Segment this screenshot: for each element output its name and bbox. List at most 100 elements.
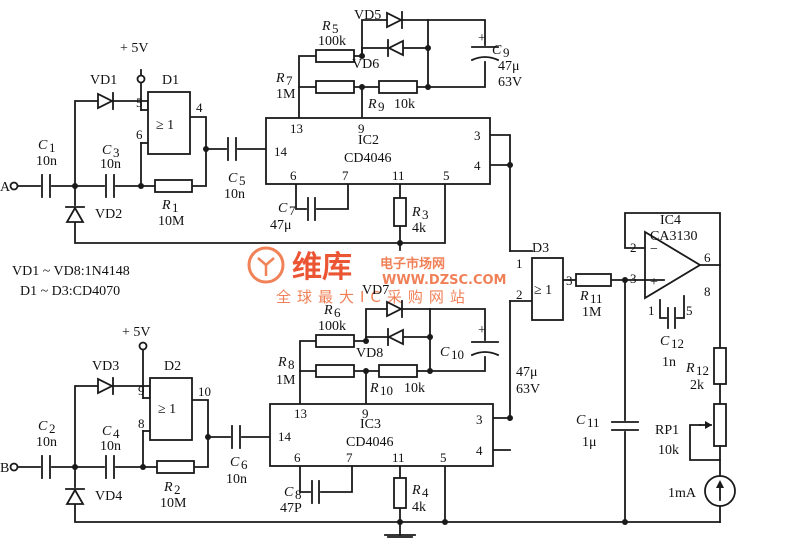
gate-d1: ≥ 1 D1 5 6 4 [136,73,203,155]
input-a-label: A [0,180,11,195]
svg-text:63V: 63V [498,75,522,90]
svg-text:D2: D2 [164,359,181,374]
svg-text:RP1: RP1 [655,423,679,438]
svg-text:C: C [38,419,48,434]
svg-text:≥ 1: ≥ 1 [534,283,552,298]
svg-text:R: R [277,355,287,370]
svg-text:8: 8 [138,416,145,431]
svg-text:6: 6 [241,457,248,472]
diode-vd1: VD1 [90,73,117,110]
supply-terminal-top: + 5V [120,41,149,84]
svg-text:9: 9 [358,121,365,136]
svg-text:47μ: 47μ [270,218,292,233]
svg-text:7: 7 [286,73,293,88]
svg-text:C: C [102,143,112,158]
capacitor-c2: C 2 10n [36,419,57,479]
svg-text:3: 3 [113,145,120,160]
svg-text:IC4: IC4 [660,213,681,228]
svg-text:1: 1 [172,200,179,215]
resistor-r9: R 9 10k [367,80,418,114]
svg-text:VD4: VD4 [95,489,122,504]
svg-text:VD8: VD8 [356,346,383,361]
svg-text:1: 1 [648,303,655,318]
svg-text:R: R [369,381,379,396]
svg-text:1M: 1M [276,87,296,102]
supply-terminal-bottom: + 5V [122,325,151,351]
diode-vd5: VD5 [354,8,404,29]
svg-text:8: 8 [295,487,302,502]
svg-text:C: C [278,201,288,216]
svg-text:1n: 1n [662,355,676,370]
capacitor-c6: C 6 10n [226,425,248,487]
resistor-r10: R 10 10k [369,364,425,398]
svg-text:C: C [38,138,48,153]
capacitor-c7: C 7 47μ [270,197,316,233]
svg-text:≥ 1: ≥ 1 [156,118,174,133]
resistor-r3: R 3 4k [393,197,429,236]
svg-text:D3: D3 [532,241,549,256]
svg-text:47μ: 47μ [516,365,538,380]
svg-text:VD1: VD1 [90,73,117,88]
svg-text:C: C [228,171,238,186]
svg-text:11: 11 [392,450,405,465]
svg-text:5: 5 [686,303,693,318]
svg-text:VD3: VD3 [92,359,119,374]
wires-bottom-channel [17,300,721,536]
capacitor-c9: + C 9 47μ 63V [470,31,522,90]
diode-vd8: VD8 [356,328,404,361]
svg-text:13: 13 [294,406,307,421]
wires-output-stage [384,212,721,536]
svg-text:R: R [367,97,377,112]
svg-text:C: C [102,424,112,439]
svg-text:1μ: 1μ [582,435,597,450]
svg-text:11: 11 [587,415,600,430]
diode-vd3: VD3 [92,359,119,395]
svg-text:1: 1 [516,256,523,271]
svg-text:4: 4 [196,100,203,115]
opamp-ic4-ca3130: − + IC4 CA3130 2 3 6 8 1 5 [630,213,711,318]
capacitor-c10: + C 10 47μ 63V [440,323,540,397]
svg-text:5: 5 [239,173,246,188]
svg-text:2: 2 [516,287,523,302]
svg-text:3: 3 [630,271,637,286]
resistor-r6: R 6 100k [315,303,355,348]
watermark-logo-text: 维库 [292,250,352,285]
svg-text:9: 9 [503,45,510,60]
watermark-logo-icon [247,246,285,284]
svg-text:R: R [685,361,695,376]
svg-text:≥ 1: ≥ 1 [158,402,176,417]
vcc-top-label: + 5V [120,41,149,56]
ammeter-1ma: 1mA [668,475,736,507]
ic2-cd4046: IC2 CD4046 13 9 14 6 7 11 5 3 4 [265,117,491,185]
capacitor-c11: C 11 1μ [576,413,639,450]
input-b-label: B [0,461,9,476]
svg-text:1mA: 1mA [668,486,697,501]
resistor-r5: R 5 100k [315,19,355,63]
svg-text:63V: 63V [516,382,540,397]
svg-text:10k: 10k [404,381,425,396]
diode-vd7: VD7 [362,283,404,318]
resistor-r8: R 8 1M [276,355,355,388]
svg-text:10n: 10n [224,187,245,202]
svg-text:VD5: VD5 [354,8,381,23]
svg-text:C: C [284,485,294,500]
svg-text:12: 12 [671,336,684,351]
svg-text:−: − [650,242,658,257]
svg-text:6: 6 [704,250,711,265]
diode-vd6: VD6 [352,39,404,72]
svg-text:3: 3 [476,412,483,427]
input-terminal-b: B [0,461,19,476]
svg-text:6: 6 [136,127,143,142]
svg-text:4k: 4k [412,221,426,236]
note-diodes: VD1 ~ VD8:1N4148 [12,264,130,279]
svg-text:3: 3 [474,128,481,143]
watermark: 维库 电子市场网 WWW.DZSC.COM 全球最大IC采购网站 [247,246,506,306]
svg-text:10n: 10n [100,157,121,172]
svg-text:+: + [650,275,658,290]
svg-text:2: 2 [174,482,181,497]
svg-text:10M: 10M [160,496,187,511]
svg-text:R: R [411,205,421,220]
svg-text:4: 4 [474,158,481,173]
svg-text:R: R [275,71,285,86]
svg-text:14: 14 [274,144,288,159]
